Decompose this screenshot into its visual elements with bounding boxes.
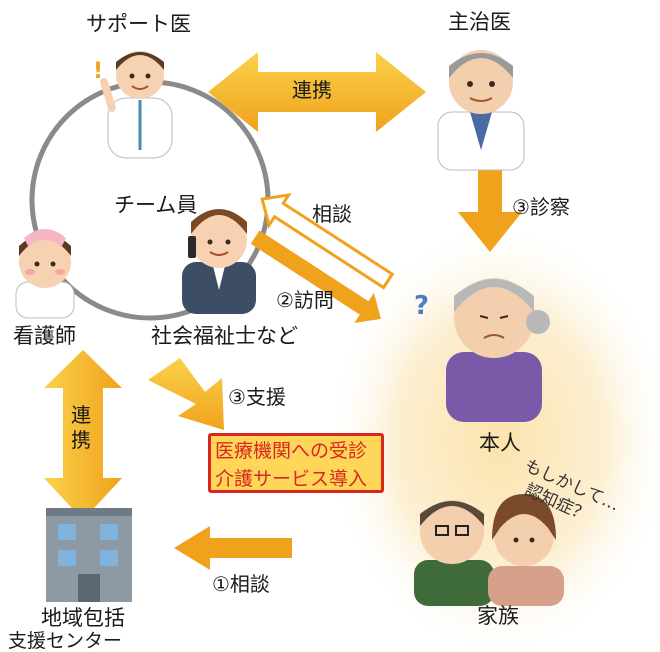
exclamation-icon: ! <box>93 59 103 84</box>
consultation-center-label: ①相談 <box>212 572 270 596</box>
collaboration-left-label-1: 連 <box>71 403 91 427</box>
center-label-line2: 支援センター <box>8 630 123 652</box>
collaboration-top-label: 連携 <box>292 78 332 102</box>
consultation-center-arrow <box>174 526 292 570</box>
social-worker-figure <box>182 209 256 314</box>
family-figure <box>414 494 564 606</box>
support-arrow <box>148 358 224 430</box>
support-doctor-figure <box>100 51 173 159</box>
primary-doctor-label: 主治医 <box>448 10 511 34</box>
nurse-label: 看護師 <box>13 324 76 348</box>
collaboration-arrow-top <box>208 52 426 132</box>
nurse-figure <box>15 229 75 319</box>
support-doctor-label: サポート医 <box>86 12 191 36</box>
consultation-arrow <box>260 192 395 290</box>
team-members-label: チーム員 <box>114 193 198 217</box>
center-label-line1: 地域包括 <box>41 606 125 630</box>
visit-arrow <box>250 230 381 324</box>
exam-arrow <box>458 168 522 252</box>
collaboration-left-label-2: 携 <box>71 428 91 452</box>
services-box: 医療機関への受診 介護サービス導入 <box>208 433 384 493</box>
patient-figure <box>446 278 550 422</box>
exam-label: ③診察 <box>512 195 570 219</box>
collaboration-arrow-left <box>44 350 122 520</box>
social-worker-label: 社会福祉士など <box>151 324 298 348</box>
services-line2: 介護サービス導入 <box>215 468 368 490</box>
services-line1: 医療機関への受診 <box>215 440 368 462</box>
family-label: 家族 <box>477 604 519 628</box>
question-mark-icon: ? <box>414 291 429 321</box>
primary-doctor-figure <box>437 50 525 171</box>
support-label: ③支援 <box>228 385 286 409</box>
visit-label: ②訪問 <box>276 288 334 312</box>
building-icon <box>46 508 132 602</box>
patient-glow <box>325 220 660 652</box>
consultation-label: 相談 <box>312 202 352 226</box>
patient-label: 本人 <box>479 431 521 455</box>
